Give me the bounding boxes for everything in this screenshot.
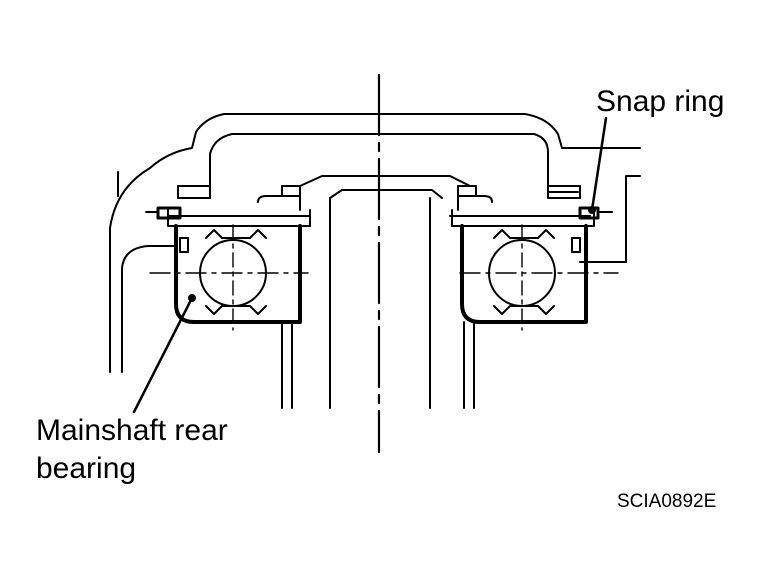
snap-ring-leader xyxy=(590,116,608,212)
right-retainer-plate xyxy=(547,185,581,199)
figure-code: SCIA0892E xyxy=(617,491,717,512)
mainshaft-rear-bearing-label-line2: bearing xyxy=(36,452,137,485)
bearing-leader-dot xyxy=(188,294,196,302)
bearing-leader xyxy=(132,296,194,414)
case-inner-contour xyxy=(209,133,579,193)
case-right-flange xyxy=(579,175,641,263)
right-bearing-seal xyxy=(571,237,581,253)
left-retainer-plate xyxy=(177,185,211,199)
right-bearing-nut xyxy=(457,185,477,197)
snap-ring-leader-dot xyxy=(588,206,596,214)
case-outer-contour xyxy=(109,113,641,373)
shaft-bridge-inner xyxy=(329,189,443,199)
mainshaft-rear-bearing-label-line1: Mainshaft rear xyxy=(36,414,228,447)
snap-ring-label: Snap ring xyxy=(596,85,725,118)
shaft-bridge-outer xyxy=(299,175,471,187)
left-inner-race-top xyxy=(205,229,267,239)
case-left-step xyxy=(121,245,177,373)
left-bearing-nut xyxy=(281,185,301,197)
right-inner-race-bottom xyxy=(493,305,555,315)
right-bearing-housing xyxy=(460,224,588,324)
right-bearing-spacer-top xyxy=(457,195,493,211)
right-bearing-shoulder xyxy=(451,209,595,227)
left-inner-race-bottom xyxy=(205,305,267,315)
right-inner-race-top xyxy=(493,229,555,239)
left-bearing-seal xyxy=(179,237,189,253)
left-bearing-spacer-top xyxy=(257,195,301,211)
left-bearing-shoulder xyxy=(167,209,311,227)
